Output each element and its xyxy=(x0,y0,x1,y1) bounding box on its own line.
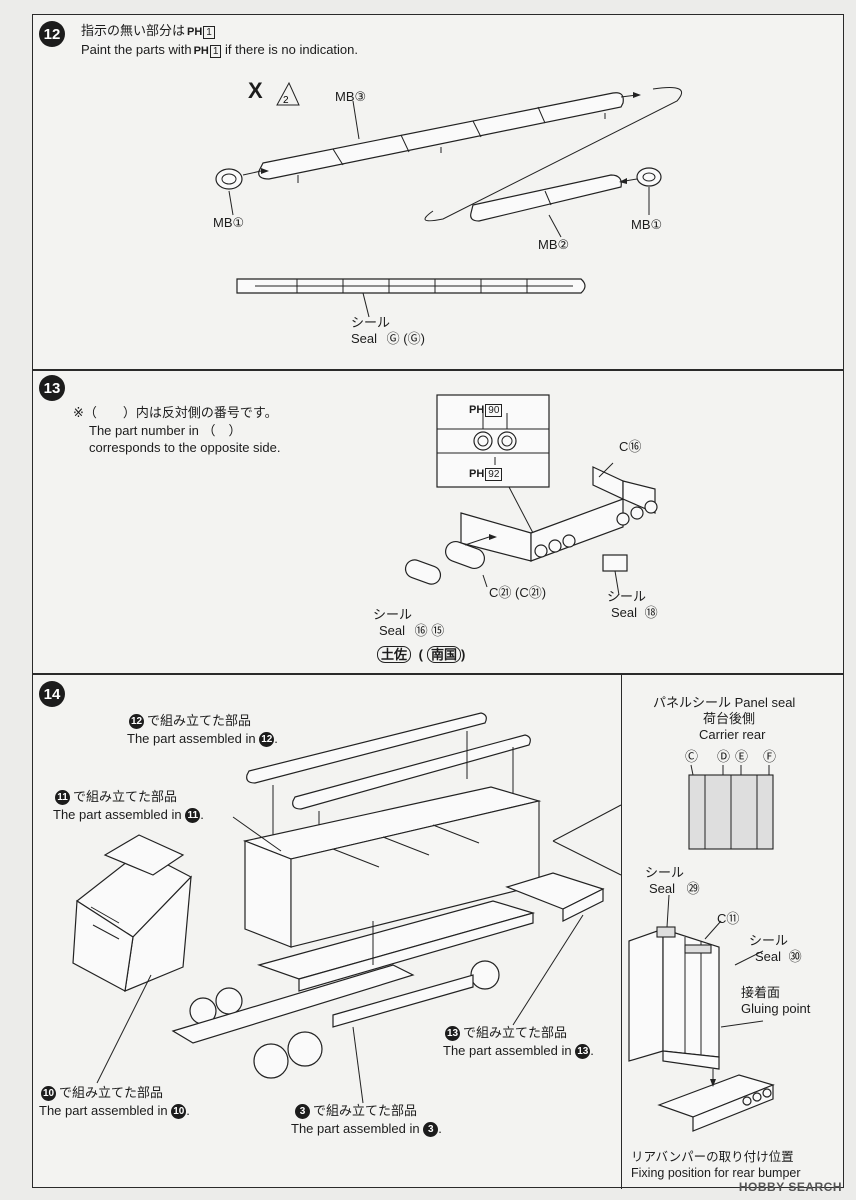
seal-29-jp: シール xyxy=(645,865,685,880)
brand-marks: 土佐 (南国) xyxy=(377,646,465,663)
step-12-badge: 12 xyxy=(39,21,65,47)
label-mb1-left: MB① xyxy=(213,215,245,230)
label-c21: C㉑ (C㉑) xyxy=(489,585,547,600)
seal-29-en: Seal ㉙ xyxy=(649,881,700,896)
panel-letter-e: Ⓔ xyxy=(735,749,749,764)
ref-12-en: The part assembled in 12. xyxy=(127,731,278,748)
bumper-jp: リアバンパーの取り付け位置 xyxy=(631,1150,794,1164)
mb3-part-drawing xyxy=(258,87,682,222)
panel-sub-en: Carrier rear xyxy=(699,727,766,742)
seal-30-jp: シール xyxy=(749,933,789,948)
seal-g-strip xyxy=(236,278,586,294)
label-mb1-right: MB① xyxy=(631,217,663,232)
label-c16: C⑯ xyxy=(619,439,642,454)
ref-3-en: The part assembled in 3. xyxy=(291,1121,442,1138)
step-13-note-en2: corresponds to the opposite side. xyxy=(89,440,281,455)
label-seal-en: Seal Ⓖ (Ⓖ) xyxy=(351,331,425,346)
triangle-icon: 2 xyxy=(215,81,682,318)
svg-text:2: 2 xyxy=(283,95,289,106)
panel-letter-d: Ⓓ xyxy=(717,749,731,764)
brand-left: 土佐 xyxy=(377,646,412,663)
ref-11-en: The part assembled in 11. xyxy=(53,807,204,824)
mb2-part-drawing xyxy=(470,174,622,222)
step-13-badge: 13 xyxy=(39,375,65,401)
step-13-note-en1: The part number in （ ） xyxy=(89,423,242,438)
label-seal-jp: シール xyxy=(351,315,391,330)
step-13-panel: 13 ※（ ）内は反対側の番号です。 The part number in （ … xyxy=(32,370,844,674)
label-seal-left-jp: シール xyxy=(373,607,413,622)
panel-sub-jp: 荷台後側 xyxy=(703,711,756,726)
panel-letter-f: Ⓕ xyxy=(763,749,777,764)
step-13-note-jp: ※（ ）内は反対側の番号です。 xyxy=(73,405,278,420)
ref-10-en: The part assembled in 10. xyxy=(39,1103,190,1120)
watermark: HOBBY SEARCH xyxy=(738,1180,842,1194)
brand-right: 南国 xyxy=(426,646,461,663)
label-mb2: MB② xyxy=(538,237,570,252)
label-seal-left-en: Seal ⑯ ⑮ xyxy=(379,623,445,638)
ref-13-en: The part assembled in 13. xyxy=(443,1043,594,1060)
label-mb3: MB③ xyxy=(335,89,367,104)
step-14-badge: 14 xyxy=(39,681,65,707)
glue-jp: 接着面 xyxy=(741,985,781,1000)
label-seal-right-jp: シール xyxy=(607,589,647,604)
label-seal-right-en: Seal ⑱ xyxy=(611,605,658,620)
seal-30-en: Seal ㉚ xyxy=(755,949,802,964)
no-paint-mark: X xyxy=(248,78,263,103)
panel-seal-box xyxy=(621,675,846,1189)
bumper-en: Fixing position for rear bumper xyxy=(631,1166,801,1180)
panel-seal-title: パネルシール Panel seal xyxy=(653,695,796,710)
glue-en: Gluing point xyxy=(741,1001,811,1016)
panel-letter-c: Ⓒ xyxy=(685,749,699,764)
label-c11: C⑪ xyxy=(717,911,740,926)
